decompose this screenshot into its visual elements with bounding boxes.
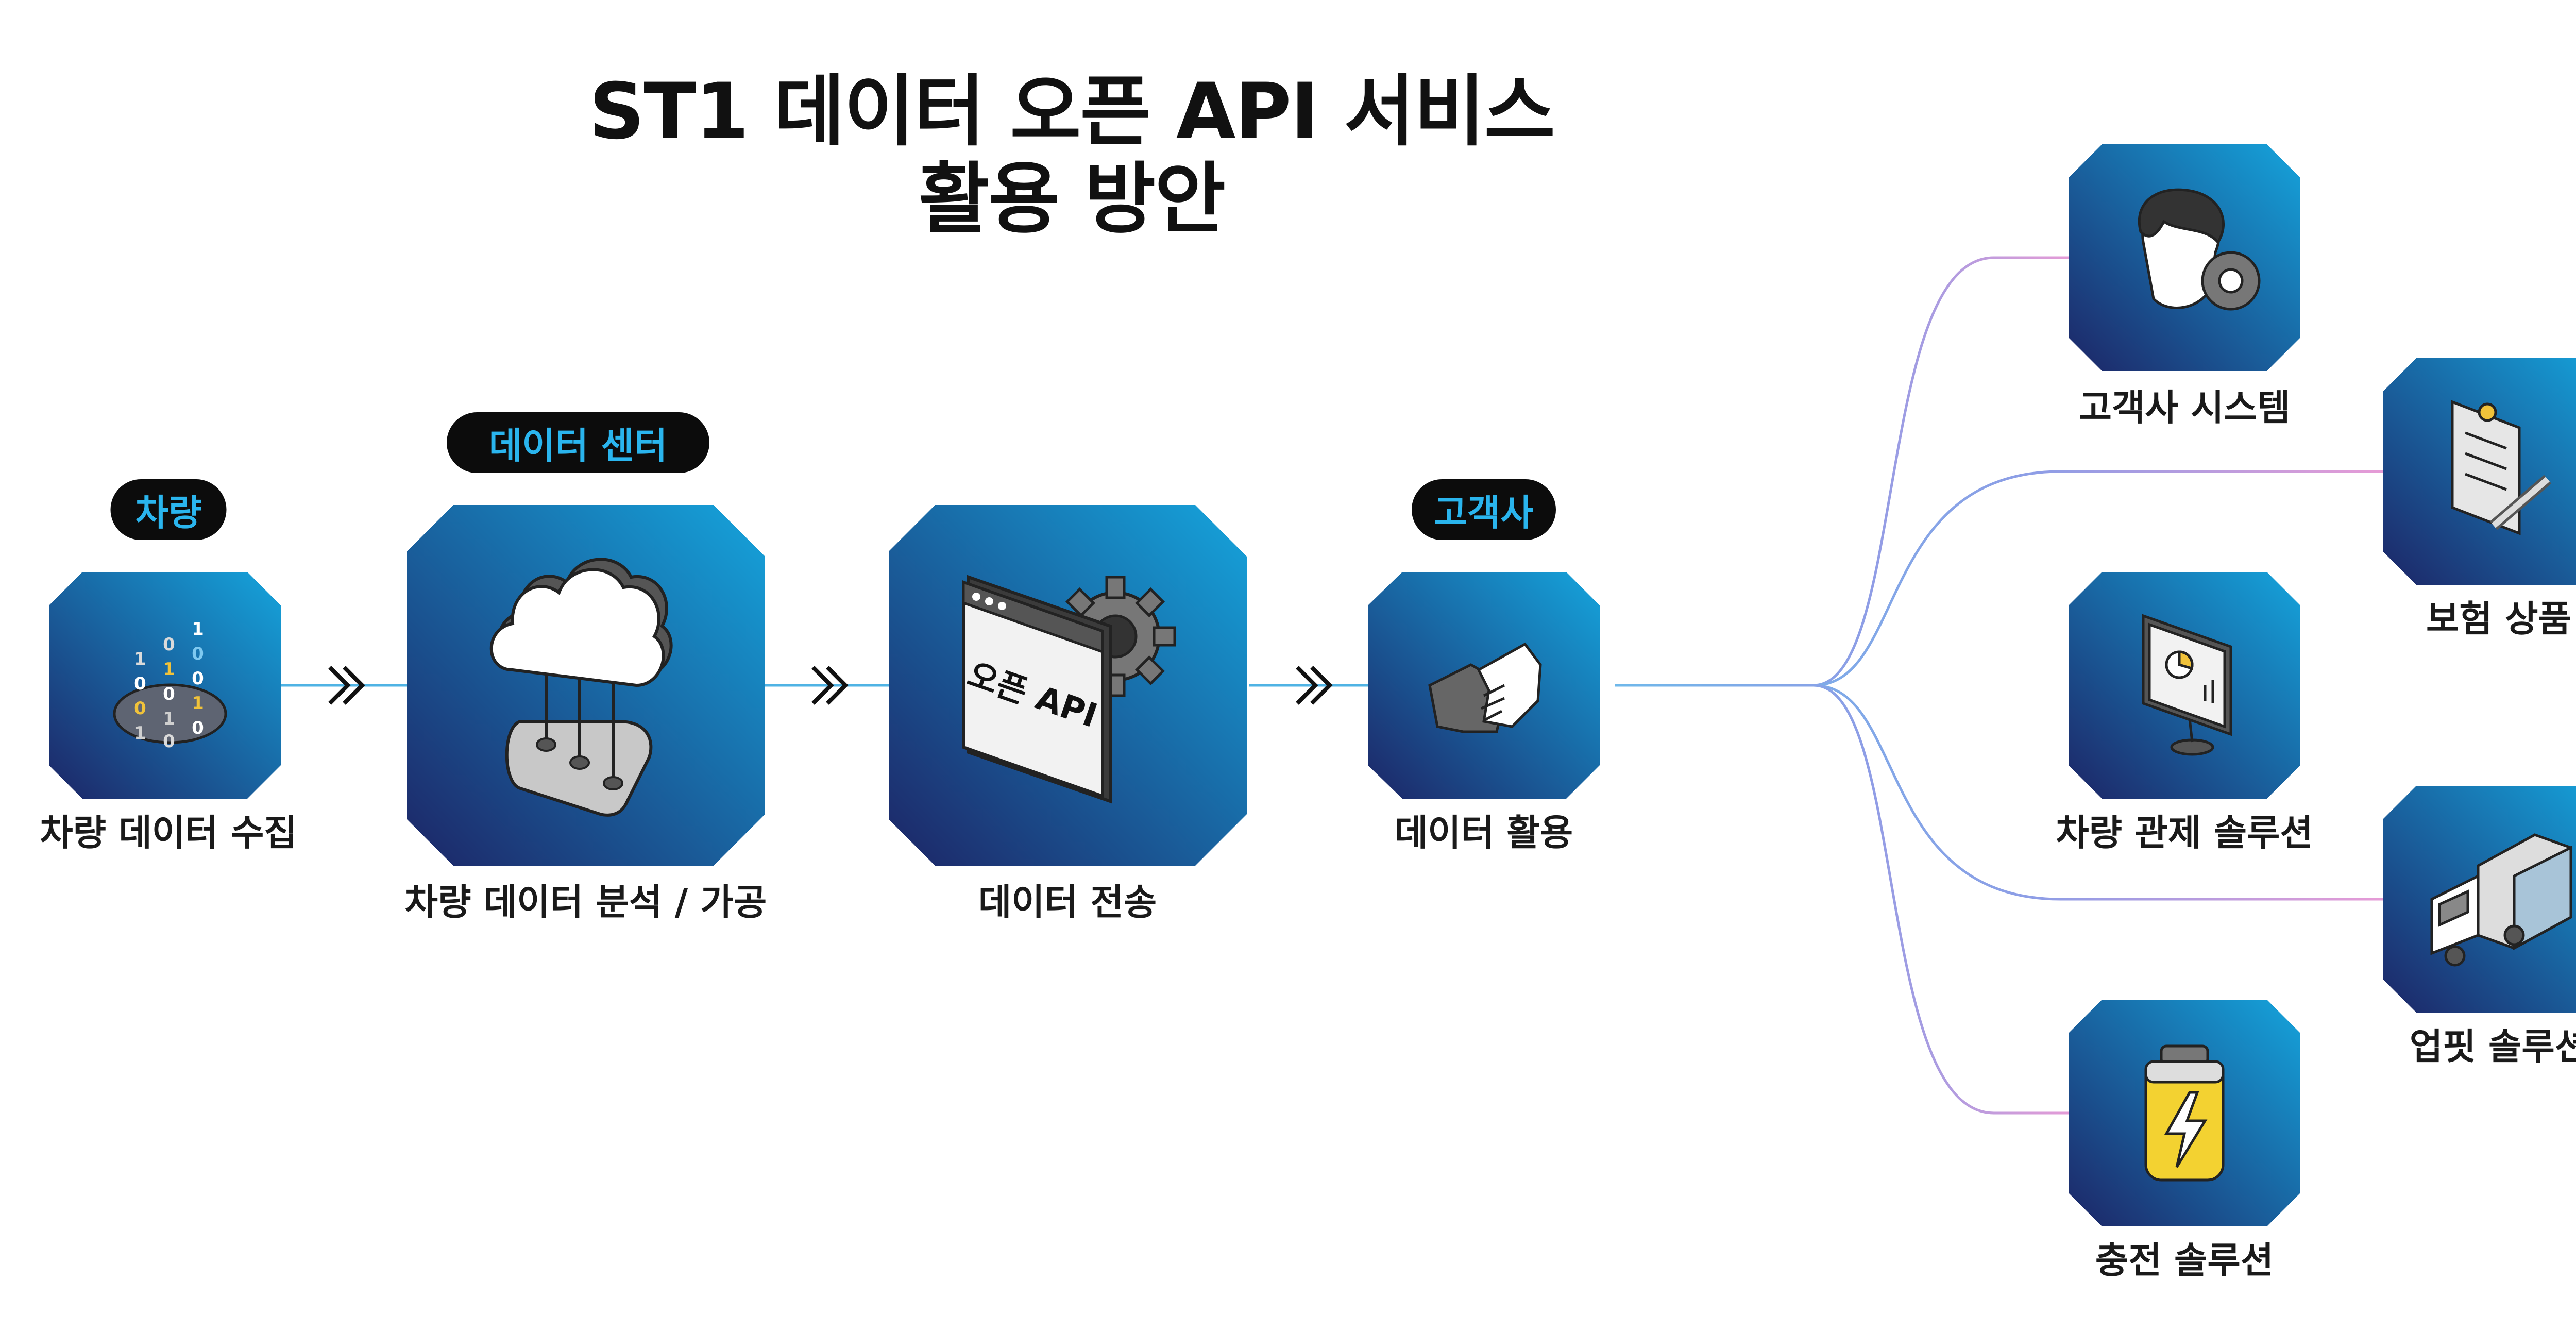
branch-lines (1615, 256, 2385, 1115)
binary-digit: 1 (134, 649, 146, 669)
label-insurance: 보험 상품 (2426, 598, 2571, 640)
tile-client-system (2069, 144, 2300, 371)
label-client-system: 고객사 시스템 (2078, 386, 2291, 429)
monitor-chart-icon (2142, 614, 2232, 756)
diagram-title-line2: 활용 방안 (918, 155, 1226, 244)
chevron-arrow-icon (328, 666, 351, 705)
person-gear-icon (2138, 188, 2261, 311)
tile-charging (2069, 1000, 2300, 1226)
binary-digit: 1 (192, 693, 204, 714)
label-utilize: 데이터 활용 (1394, 812, 1573, 854)
diagram-title-line1: ST1 데이터 오픈 API 서비스 (589, 67, 1555, 157)
binary-digit: 0 (163, 634, 175, 655)
chevron-arrow-icon (811, 666, 834, 705)
chevron-arrow-icon (826, 666, 849, 705)
tile-data-transfer: 오픈 API (889, 505, 1247, 866)
label-transfer: 데이터 전송 (978, 881, 1157, 923)
label-upfit: 업핏 솔루션 (2409, 1025, 2576, 1068)
handshake-icon (1428, 642, 1542, 733)
binary-digit: 0 (192, 668, 204, 689)
binary-digit: 0 (134, 698, 146, 719)
open-api-window-icon: 오픈 API (962, 575, 1176, 804)
chevron-arrows (328, 666, 1333, 705)
binary-digit: 0 (163, 684, 175, 704)
binary-digit: 1 (134, 723, 146, 744)
chevron-arrow-icon (1310, 666, 1333, 705)
tile-fleet-control (2069, 572, 2300, 799)
tile-insurance (2383, 358, 2576, 585)
pill-vehicle: 차량 (110, 479, 227, 540)
chevron-arrow-icon (1296, 666, 1318, 705)
clipboard-pen-icon (2451, 400, 2552, 535)
binary-digit: 0 (192, 644, 204, 664)
pill-data-center: 데이터 센터 (447, 412, 709, 473)
binary-digit: 1 (163, 659, 175, 680)
tile-vehicle-data: 1 0 0 1 0 1 0 1 0 1 0 0 1 0 (49, 572, 281, 799)
binary-digit: 1 (192, 619, 204, 639)
truck-icon (2430, 833, 2572, 967)
label-analyze: 차량 데이터 분석 / 가공 (404, 881, 767, 923)
chevron-arrow-icon (343, 666, 365, 705)
label-fleet-control: 차량 관제 솔루션 (2056, 812, 2313, 854)
binary-digit: 0 (192, 718, 204, 738)
binary-data-icon: 1 0 0 1 0 1 0 1 0 1 0 0 1 0 (113, 619, 227, 752)
tile-data-analysis (407, 505, 765, 866)
battery-icon (2144, 1044, 2225, 1182)
binary-digit: 0 (134, 673, 146, 694)
cloud-server-icon (489, 558, 673, 817)
tile-upfit (2383, 786, 2576, 1013)
binary-digit: 0 (163, 731, 175, 752)
pill-customer: 고객사 (1412, 479, 1556, 540)
binary-digit: 1 (163, 709, 175, 729)
label-collect: 차량 데이터 수집 (40, 812, 297, 854)
tile-data-utilization (1368, 572, 1600, 799)
label-charging: 충전 솔루션 (2095, 1239, 2274, 1282)
